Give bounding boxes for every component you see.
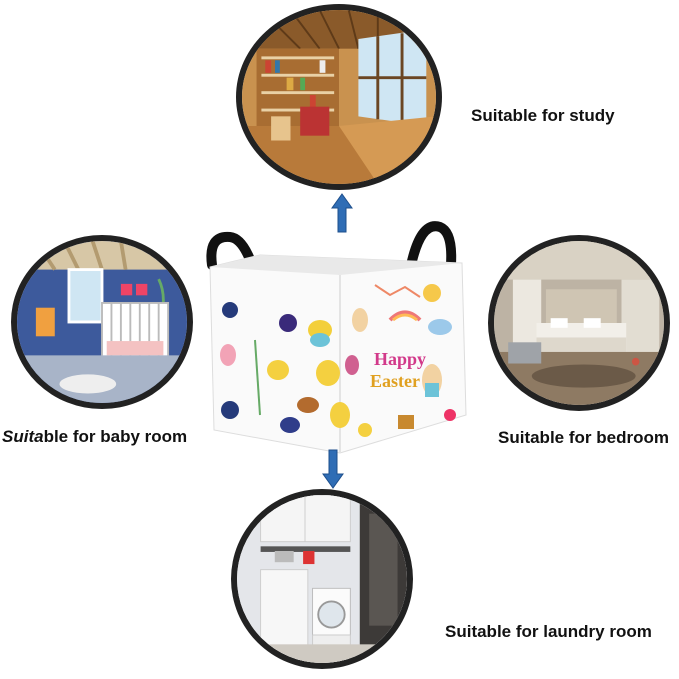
caption-baby-room-italic: Suita [2,427,44,446]
caption-bedroom: Suitable for bedroom [498,428,669,447]
caption-baby-room-rest: ble for baby room [43,427,188,446]
caption-baby-room: Suitable for baby room [2,427,187,447]
arrow-down-icon [322,449,344,489]
easter-storage-basket: Happy Easter [206,221,467,454]
basket-title-easter: Easter [370,371,420,391]
basket-title-happy: Happy [374,349,426,369]
caption-study: Suitable for study [471,106,615,125]
laundry-room-photo [231,489,413,669]
bedroom-photo [488,235,670,411]
arrow-up-icon [331,193,353,233]
caption-laundry-room: Suitable for laundry room [445,622,652,641]
study-room-photo [236,4,442,190]
baby-room-photo [11,235,193,409]
